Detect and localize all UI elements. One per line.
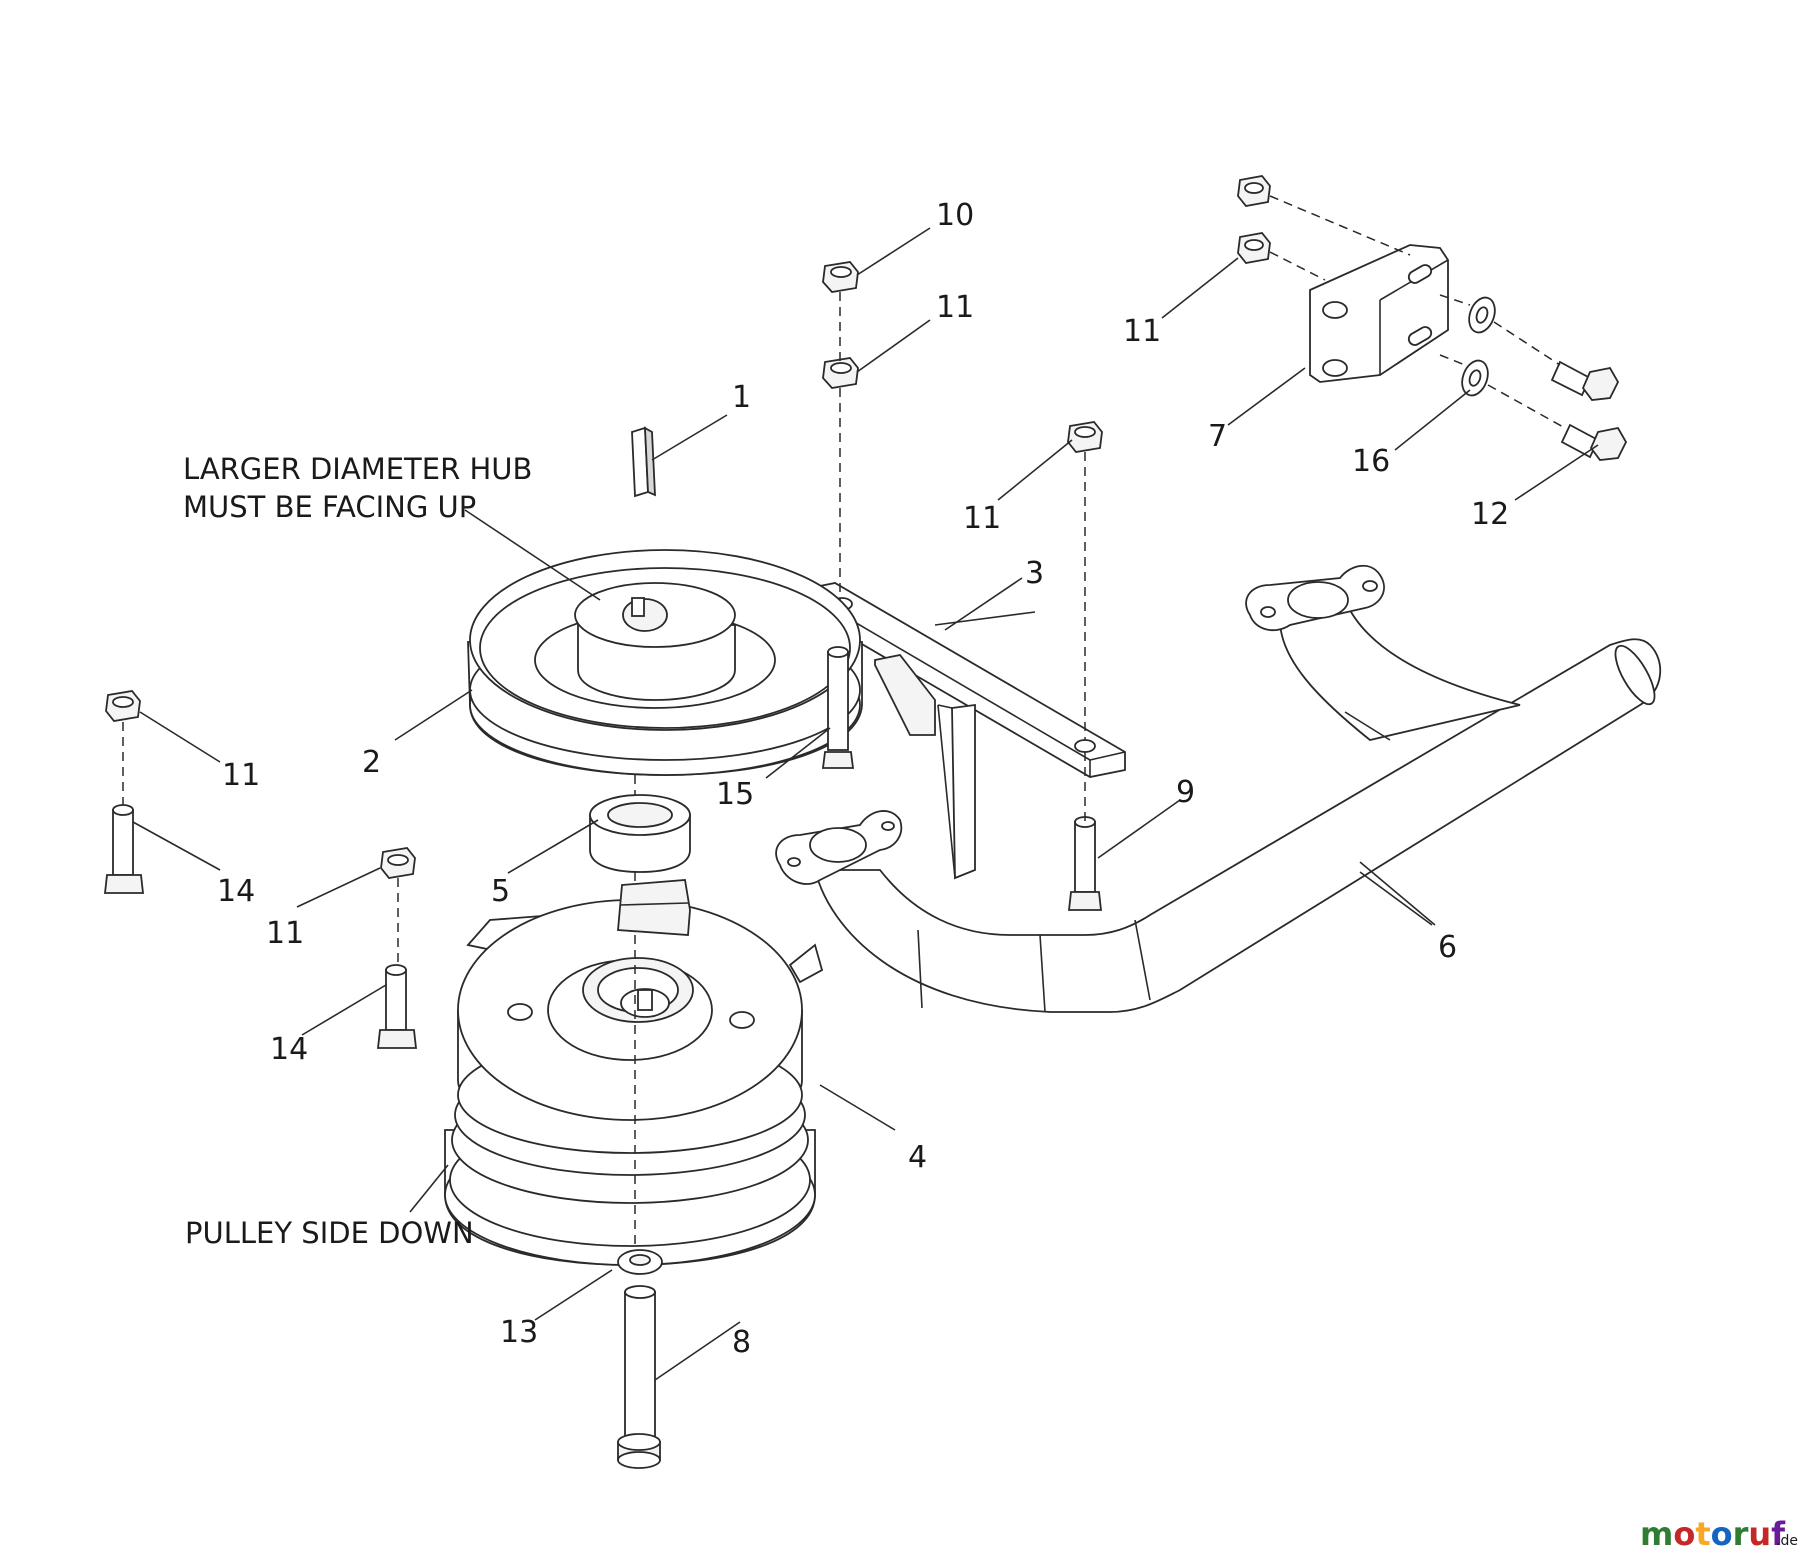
callout-4: 4 bbox=[908, 1140, 927, 1175]
callout-11-left: 11 bbox=[222, 758, 260, 793]
callout-10: 10 bbox=[936, 198, 974, 233]
note-pulley-side-down: PULLEY SIDE DOWN bbox=[185, 1216, 474, 1250]
callout-15: 15 bbox=[716, 777, 754, 812]
callout-9: 9 bbox=[1176, 775, 1195, 810]
callout-12: 12 bbox=[1471, 497, 1509, 532]
callout-8: 8 bbox=[732, 1325, 751, 1360]
callout-11-mid: 11 bbox=[266, 916, 304, 951]
electric-clutch bbox=[444, 879, 824, 1266]
watermark-brand: motoruf bbox=[1640, 1515, 1786, 1553]
fasteners bbox=[103, 175, 1628, 1049]
note-hub-line-2: MUST BE FACING UP bbox=[183, 490, 476, 524]
watermark-suffix: .de bbox=[1776, 1533, 1798, 1549]
callout-14-left: 14 bbox=[217, 874, 255, 909]
callout-13: 13 bbox=[500, 1315, 538, 1350]
callout-11-bracket: 11 bbox=[963, 501, 1001, 536]
watermark-logo: motoruf .de bbox=[1640, 1515, 1798, 1553]
woodruff-key bbox=[631, 426, 656, 498]
callout-7: 7 bbox=[1208, 419, 1227, 454]
callout-6: 6 bbox=[1438, 930, 1457, 965]
pulley bbox=[467, 549, 863, 776]
callout-14-mid: 14 bbox=[270, 1032, 308, 1067]
callout-1: 1 bbox=[732, 380, 751, 415]
assembly-guide-lines bbox=[122, 195, 1566, 1250]
bottom-hardware bbox=[617, 1249, 663, 1469]
exhaust-pipe bbox=[775, 565, 1662, 1013]
note-hub-line-1: LARGER DIAMETER HUB bbox=[183, 452, 532, 486]
callout-16: 16 bbox=[1352, 444, 1390, 479]
callout-3: 3 bbox=[1025, 556, 1044, 591]
callout-5: 5 bbox=[491, 874, 510, 909]
callout-11-upper: 11 bbox=[936, 290, 974, 325]
leader-lines bbox=[132, 227, 1599, 1381]
spacer bbox=[589, 794, 691, 873]
callout-11-plate: 11 bbox=[1123, 314, 1161, 349]
callout-2: 2 bbox=[362, 745, 381, 780]
part-callouts: 1 2 3 4 5 6 7 8 9 10 11 11 11 11 11 12 1… bbox=[217, 198, 1509, 1360]
